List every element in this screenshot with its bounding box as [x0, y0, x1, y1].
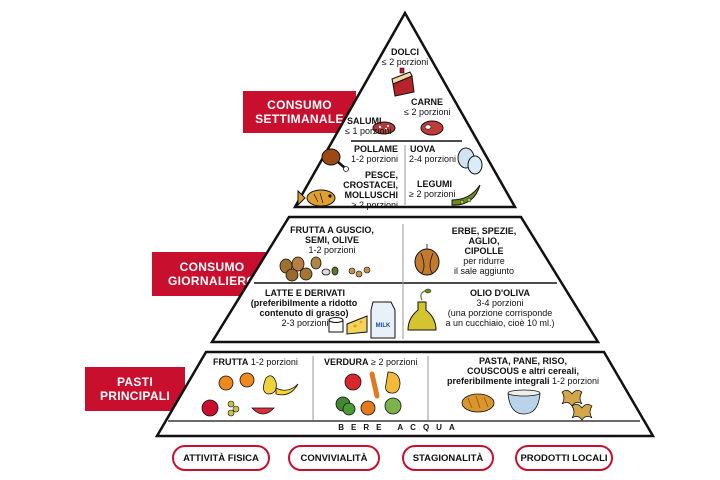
banner-weekly: CONSUMO SETTIMANALE: [243, 91, 356, 133]
milk-label: MILK: [376, 323, 391, 329]
erbe-note-line2: il sale aggiunto: [453, 266, 515, 276]
banner-main-line1: PASTI: [117, 375, 153, 389]
uova-portions: 2-4 porzioni: [409, 154, 457, 164]
verdura-portions: ≥ 2 porzioni: [371, 357, 418, 367]
legumi-portions: ≥ 2 porzioni: [409, 189, 456, 199]
eggs-icon: [457, 147, 483, 175]
fish-icon: [297, 189, 336, 207]
pasta-line3-wrap: preferibilmente integrali 1-2 porzioni: [438, 376, 608, 386]
pill-attivita-fisica: ATTIVITÀ FISICA: [172, 445, 270, 471]
verdura-name: VERDURA: [324, 357, 369, 367]
erbe-note-line1: per ridurre: [463, 256, 505, 266]
uova-label: UOVA: [410, 144, 436, 154]
nuts-icon: [279, 256, 371, 282]
banner-main-line2: PRINCIPALI: [99, 389, 171, 403]
onion-icon: [414, 244, 440, 276]
banner-main: PASTI PRINCIPALI: [85, 367, 185, 411]
pesce-line3: MOLLUSCHI: [344, 190, 399, 200]
pasta-line2: COUSCOUS e altri cereali,: [466, 366, 580, 376]
pesce-label: PESCE, CROSTACEI, MOLLUSCHI: [330, 170, 398, 200]
pesce-portions: ≥ 2 porzioni: [351, 200, 398, 210]
frutta-guscio-label: FRUTTA A GUSCIO, SEMI, OLIVE: [280, 225, 384, 245]
salami-icon: [372, 121, 396, 135]
cheese-milk-icon: MILK: [328, 301, 396, 339]
pill-convivialita: CONVIVIALITÀ: [288, 445, 380, 471]
vegetables-icon: [335, 371, 402, 416]
latte-note-line2: contenuto di grasso): [259, 308, 349, 318]
pyramid-bottom-section: [154, 350, 656, 438]
pyramid-middle-section: [209, 215, 601, 344]
dolci-portions: ≤ 2 porzioni: [381, 57, 429, 67]
frutta-guscio-line2: SEMI, OLIVE: [304, 235, 359, 245]
pollame-label: POLLAME: [354, 144, 398, 154]
olive-oil-icon: [407, 288, 437, 331]
olio-note: (una porzione corrisponde a un cucchiaio…: [437, 308, 563, 328]
olio-label: OLIO D'OLIVA: [470, 288, 530, 298]
pasta-line1: PASTA, PANE, RISO,: [478, 356, 567, 366]
banner-daily-line2: GIORNALIERO: [168, 274, 256, 288]
frutta-portions: 1-2 porzioni: [250, 357, 298, 367]
latte-label: LATTE E DERIVATI: [265, 288, 345, 298]
carne-label: CARNE: [411, 97, 444, 107]
erbe-label: ERBE, SPEZIE, AGLIO, CIPOLLE: [439, 226, 529, 256]
pollame-portions: 1-2 porzioni: [350, 154, 398, 164]
pesce-line1: PESCE,: [364, 170, 398, 180]
pill-stagionalita: STAGIONALITÀ: [402, 445, 494, 471]
banner-weekly-line2: SETTIMANALE: [255, 112, 344, 126]
erbe-line1: ERBE, SPEZIE,: [451, 226, 517, 236]
carne-portions: ≤ 2 porzioni: [404, 107, 451, 117]
olio-note-line2: a un cucchiaio, cioè 10 ml.): [445, 318, 555, 328]
pasta-line3: preferibilmente integrali: [446, 376, 550, 386]
salumi-portions: ≤ 1 porzioni: [345, 126, 392, 136]
latte-note-line1: (preferibilmente a ridotto: [250, 298, 358, 308]
frutta-guscio-line1: FRUTTA A GUSCIO,: [290, 225, 374, 235]
banner-daily-line1: CONSUMO: [179, 260, 245, 274]
legumi-label: LEGUMI: [417, 179, 452, 189]
frutta-label: FRUTTA 1-2 porzioni: [213, 357, 313, 367]
banner-weekly-line1: CONSUMO: [267, 98, 332, 112]
pesce-line2: CROSTACEI,: [343, 180, 398, 190]
frutta-guscio-portions: 1-2 porzioni: [308, 245, 356, 255]
erbe-line2: AGLIO,: [468, 236, 500, 246]
steak-icon: [420, 120, 444, 136]
olio-note-line1: (una porzione corrisponde: [447, 308, 553, 318]
grains-icon: [461, 389, 593, 421]
latte-portions: 2-3 porzioni: [281, 318, 329, 328]
legumes-icon: [451, 184, 481, 206]
olio-portions: 3-4 porzioni: [476, 298, 524, 308]
salumi-label: SALUMI: [347, 116, 382, 126]
pill-prodotti-locali: PRODOTTI LOCALI: [515, 445, 613, 471]
erbe-note: per ridurre il sale aggiunto: [439, 256, 529, 276]
pasta-label: PASTA, PANE, RISO, COUSCOUS e altri cere…: [438, 356, 608, 386]
frutta-name: FRUTTA: [213, 357, 249, 367]
verdura-label: VERDURA ≥ 2 porzioni: [324, 357, 428, 367]
erbe-line3: CIPOLLE: [464, 246, 504, 256]
fruit-icon: [201, 372, 299, 417]
dolci-label: DOLCI: [391, 47, 419, 57]
water-label: BERE ACQUA: [338, 423, 462, 432]
drumstick-icon: [321, 148, 349, 172]
latte-note: (preferibilmente a ridotto contenuto di …: [236, 298, 372, 318]
pasta-portions: 1-2 porzioni: [552, 376, 600, 386]
cake-icon: [391, 67, 415, 97]
